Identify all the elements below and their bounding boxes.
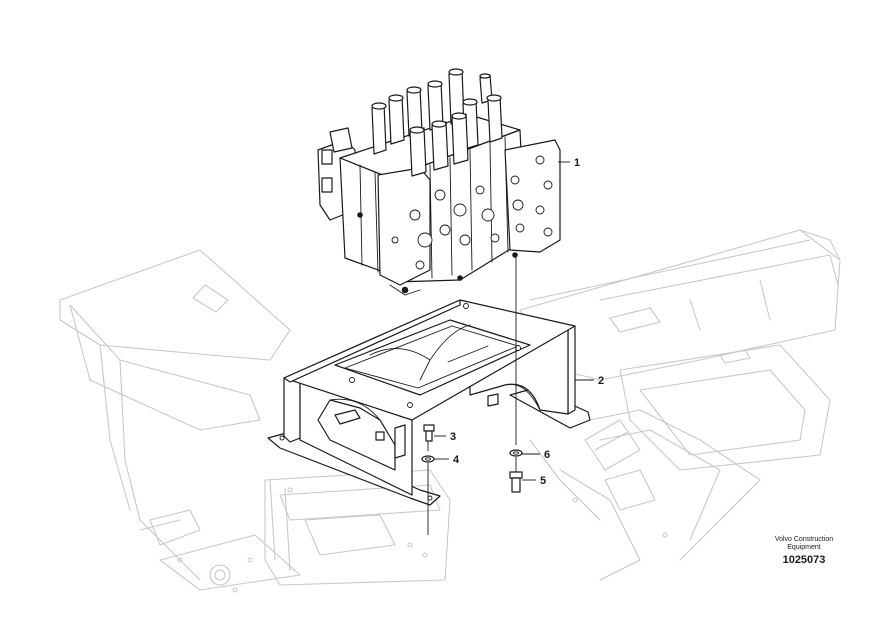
assembly-axes — [427, 255, 517, 535]
washer-right — [509, 449, 523, 457]
manufacturer-label: Volvo Construction Equipment — [754, 536, 854, 552]
callout-4: 4 — [434, 454, 460, 466]
drawing-number: 1025073 — [782, 554, 826, 566]
callout-label-5: 5 — [540, 475, 546, 487]
callout-label-6: 6 — [544, 449, 550, 461]
control-valve — [317, 68, 561, 296]
screw-upper-left — [423, 424, 435, 442]
callout-label-2: 2 — [598, 375, 604, 387]
background-frame — [59, 229, 841, 593]
callout-6: 6 — [522, 449, 550, 461]
callout-2: 2 — [575, 375, 604, 387]
mounting-bracket — [267, 299, 591, 506]
manufacturer-line-1: Volvo Construction — [774, 536, 834, 543]
manufacturer-line-2: Equipment — [787, 544, 821, 551]
spool-caps — [371, 68, 503, 177]
screw-lower-right — [509, 471, 523, 493]
callout-1: 1 — [558, 157, 580, 169]
callout-5: 5 — [522, 475, 546, 487]
washer-left — [421, 455, 435, 463]
callout-label-1: 1 — [574, 157, 580, 169]
callout-label-3: 3 — [450, 431, 456, 443]
callout-3: 3 — [434, 431, 456, 443]
callout-label-4: 4 — [453, 454, 460, 466]
